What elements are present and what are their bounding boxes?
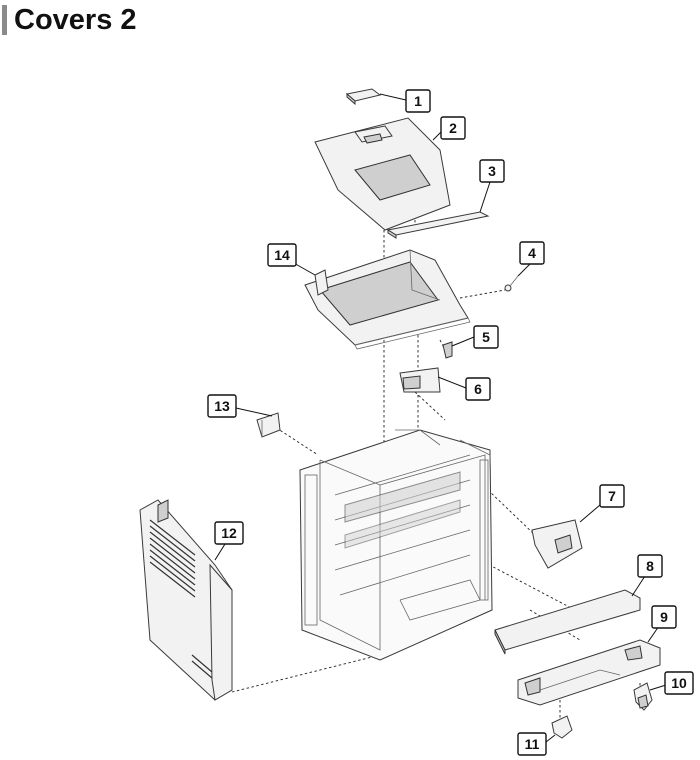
svg-text:7: 7 <box>608 488 616 504</box>
svg-text:6: 6 <box>474 381 482 397</box>
part-10-latch <box>633 682 653 711</box>
callout-6: 6 <box>465 377 491 401</box>
callout-8: 8 <box>637 554 663 578</box>
part-6-bracket-cover <box>399 367 441 393</box>
svg-text:1: 1 <box>414 93 422 109</box>
page-header: Covers 2 <box>0 0 137 40</box>
svg-text:12: 12 <box>221 525 237 541</box>
printer-chassis-frame <box>299 429 493 661</box>
callout-10: 10 <box>664 671 694 695</box>
part-9-front-cover <box>517 639 661 706</box>
part-4-latch <box>504 275 519 292</box>
part-3-rail <box>386 211 490 239</box>
svg-text:4: 4 <box>528 245 536 261</box>
part-12-side-panel <box>139 499 233 701</box>
page-title: Covers 2 <box>14 3 137 36</box>
header-accent-bar <box>2 5 7 35</box>
svg-text:3: 3 <box>488 163 496 179</box>
callout-13: 13 <box>207 394 237 418</box>
svg-text:9: 9 <box>660 609 668 625</box>
svg-text:2: 2 <box>449 120 457 136</box>
svg-text:11: 11 <box>525 736 540 752</box>
part-14-upper-housing <box>304 249 471 350</box>
svg-text:8: 8 <box>646 558 654 574</box>
part-13-bracket <box>256 412 281 438</box>
side-panel-vent-grille <box>149 519 213 679</box>
part-7-side-cover <box>531 519 583 569</box>
svg-text:10: 10 <box>671 675 687 691</box>
callout-3: 3 <box>479 159 505 183</box>
callout-1: 1 <box>405 89 431 113</box>
callout-7: 7 <box>599 484 625 508</box>
callout-14: 14 <box>267 243 297 267</box>
callout-5: 5 <box>473 325 499 349</box>
callout-12: 12 <box>214 521 244 545</box>
part-5-clip <box>442 341 453 359</box>
callout-9: 9 <box>651 605 677 629</box>
callout-11: 11 <box>517 732 547 756</box>
callout-4: 4 <box>519 241 545 265</box>
callout-2: 2 <box>440 116 466 140</box>
svg-text:13: 13 <box>214 398 230 414</box>
svg-text:14: 14 <box>274 247 290 263</box>
part-8-front-bar <box>494 589 641 655</box>
callout-leader-lines <box>214 93 667 743</box>
svg-text:5: 5 <box>482 329 490 345</box>
part-1-top-cover-small <box>345 88 382 106</box>
part-2-top-cover <box>314 117 451 231</box>
part-11-clip <box>551 715 573 739</box>
